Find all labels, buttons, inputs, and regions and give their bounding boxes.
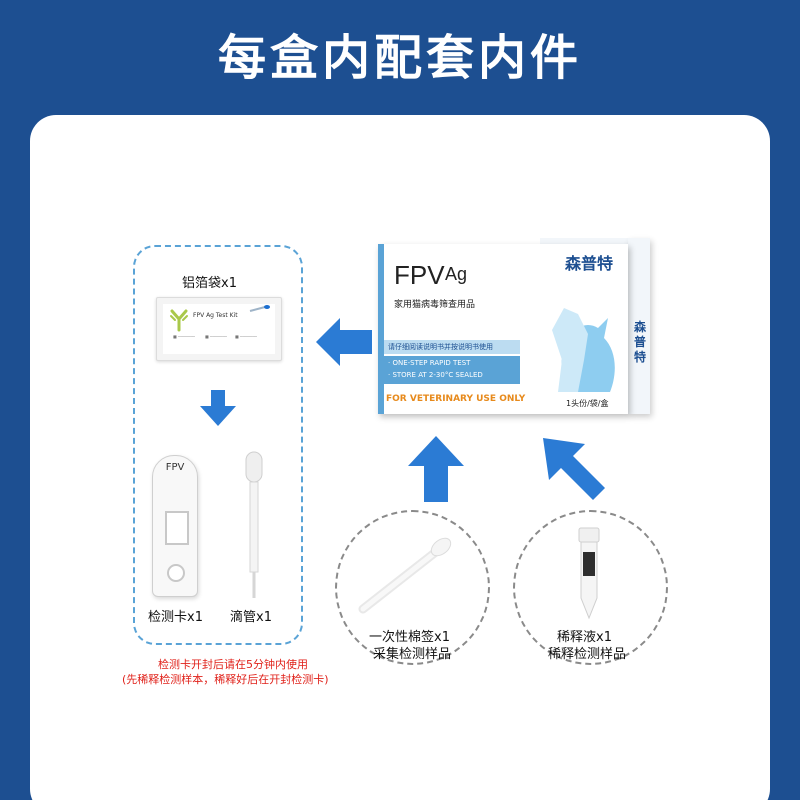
spec-line-2: · STORE AT 2-30°C SEALED bbox=[388, 371, 483, 379]
arrow-left-icon bbox=[316, 318, 372, 366]
arrow-down-icon bbox=[200, 390, 236, 426]
diluent-label-2: 稀释检测样品 bbox=[548, 647, 627, 662]
arrow-up-icon bbox=[408, 436, 464, 502]
swab-label-2: 采集检测样品 bbox=[373, 647, 452, 662]
pouch-print: FPV Ag Test Kit bbox=[193, 312, 238, 319]
kit-contents-box bbox=[133, 245, 303, 645]
pouch-fine-print-2: ■ ─────── bbox=[205, 334, 227, 339]
cassette-print: FPV bbox=[165, 462, 185, 473]
swab-icon bbox=[358, 537, 452, 614]
cassette-label: 检测卡x1 bbox=[148, 610, 203, 625]
vet-only-text: FOR VETERINARY USE ONLY bbox=[386, 394, 526, 404]
cassette-sample-well bbox=[167, 564, 185, 582]
note-line-1: 检测卡开封后请在5分钟内使用 bbox=[158, 658, 308, 671]
page-title: 每盒内配套内件 bbox=[217, 30, 582, 86]
note-line-2: (先稀释检测样本，稀释好后在开封检测卡) bbox=[122, 673, 329, 686]
pouch-inner bbox=[163, 304, 275, 354]
dropper-icon bbox=[245, 451, 263, 598]
diluent-label-1: 稀释液x1 bbox=[557, 630, 612, 645]
product-box-side bbox=[628, 238, 650, 414]
spec-line-1: · ONE-STEP RAPID TEST bbox=[388, 359, 471, 367]
product-title: FPV bbox=[394, 260, 445, 290]
cat-dog-icon bbox=[552, 308, 615, 392]
dropper-label: 滴管x1 bbox=[230, 610, 272, 625]
spec-bar bbox=[384, 356, 520, 384]
pouch-fine-print-1: ■ ─────── bbox=[173, 334, 195, 339]
product-subtitle: 家用猫病毒筛查用品 bbox=[394, 300, 476, 310]
swab-circle bbox=[335, 510, 490, 665]
arrow-up-left-icon bbox=[543, 438, 605, 500]
product-title-suffix: Ag bbox=[445, 264, 468, 284]
brand-side-logo: 森普特 bbox=[633, 320, 646, 364]
diluent-tube-icon bbox=[578, 527, 600, 620]
instruction-text: 请仔细阅读说明书并按说明书使用 bbox=[388, 343, 493, 351]
brand-logo: 森普特 bbox=[565, 254, 614, 273]
quantity-text: 1头份/袋/盒 bbox=[566, 399, 609, 408]
instruction-bar bbox=[384, 340, 520, 354]
pouch-fine-print-3: ■ ─────── bbox=[235, 334, 257, 339]
swab-label-1: 一次性棉签x1 bbox=[369, 630, 450, 645]
cassette-result-window bbox=[165, 511, 189, 545]
content-card bbox=[30, 115, 770, 800]
product-box-stripe bbox=[378, 244, 384, 414]
diluent-circle bbox=[513, 510, 668, 665]
product-box-top bbox=[540, 238, 650, 248]
pouch-stick-icon bbox=[249, 305, 270, 312]
test-cassette: FPV bbox=[152, 455, 198, 597]
foil-pouch: FPV Ag Test Kit ■ ─────── ■ ─────── ■ ──… bbox=[156, 297, 282, 361]
pouch-label: 铝箔袋x1 bbox=[182, 276, 237, 291]
antibody-icon bbox=[170, 309, 188, 332]
